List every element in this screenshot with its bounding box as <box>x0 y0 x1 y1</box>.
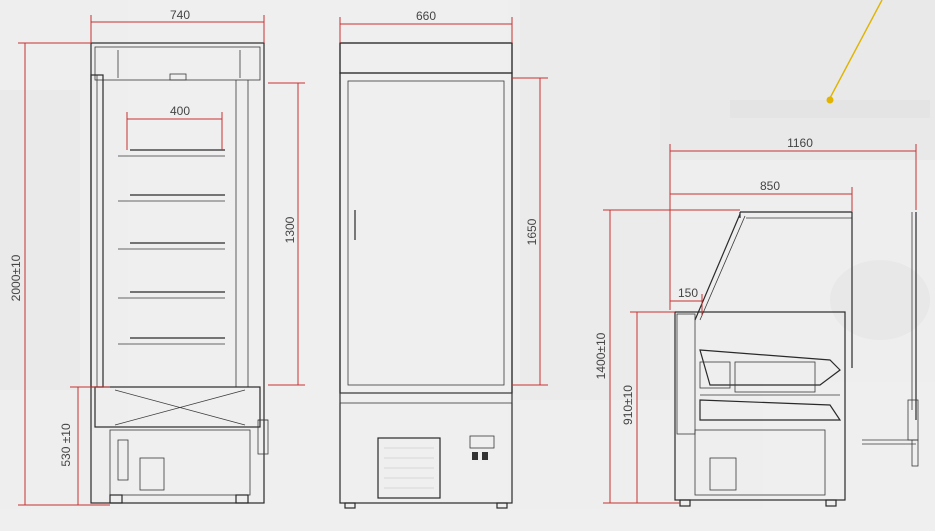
dimensions-view-2 <box>339 17 548 386</box>
dim-height-910: 910±10 <box>621 385 635 425</box>
dim-width-740: 740 <box>170 8 190 22</box>
dim-width-660: 660 <box>416 9 436 23</box>
dim-shelf-zone-1300: 1300 <box>283 216 297 243</box>
dimensions-view-3 <box>603 144 917 504</box>
dim-base-530: 530 ±10 <box>59 423 73 467</box>
view-front-door <box>339 42 513 509</box>
dim-depth-850: 850 <box>760 179 780 193</box>
dim-door-height-1650: 1650 <box>525 218 539 245</box>
dim-height-1400: 1400±10 <box>594 332 608 379</box>
dim-depth-1160: 1160 <box>787 136 813 150</box>
dimensions-view-1 <box>18 15 305 506</box>
grille-pattern <box>384 447 434 489</box>
view-section-shelves <box>90 42 269 504</box>
dim-total-height-2000: 2000±10 <box>9 254 23 301</box>
pointer-line <box>826 0 883 104</box>
shelf-set <box>118 149 225 345</box>
dim-offset-150: 150 <box>678 286 698 300</box>
view-counter-section <box>674 211 919 507</box>
dim-shelf-depth-400: 400 <box>170 104 190 118</box>
